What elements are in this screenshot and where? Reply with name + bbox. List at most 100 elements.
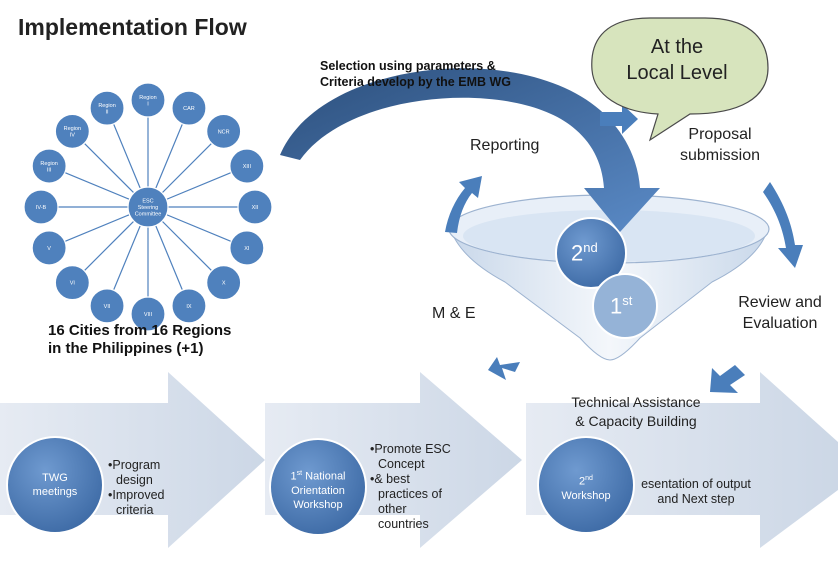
region-node-15-label: IV (70, 133, 76, 139)
first-ball-label: 1st (610, 293, 632, 319)
region-node-6 (229, 230, 265, 266)
network-center-node-label: Steering (138, 205, 159, 211)
stage2-circle-line2: Orientation (291, 484, 345, 497)
review-line2: Evaluation (742, 315, 818, 332)
first-num: 1 (610, 293, 623, 319)
region-node-6-label: XI (244, 246, 250, 252)
network-center-node-label: Committee (135, 212, 162, 218)
network-center-node (127, 186, 169, 228)
region-node-4-label: XIII (243, 164, 252, 170)
region-node-2 (171, 90, 207, 126)
stage1-circle-line1: TWG (42, 472, 68, 484)
region-node-1-label: I (147, 101, 149, 107)
arrow-to-me (488, 357, 520, 380)
region-node-10-label: VII (104, 304, 111, 310)
first-ball (592, 273, 658, 339)
region-node-8-label: IX (186, 304, 192, 310)
region-node-11 (54, 265, 90, 301)
region-node-10 (89, 288, 125, 324)
second-ball (555, 217, 627, 289)
region-node-9 (130, 296, 166, 332)
arrow-to-reporting (445, 176, 482, 233)
stage1-circle-line2: meetings (32, 486, 78, 498)
label-proposal: Proposal submission (665, 124, 775, 166)
selection-text-line2: Criteria develop by the EMB WG (320, 75, 512, 89)
selection-text-line1: Selection using parameters & (320, 59, 496, 73)
callout-text: At the Local Level (612, 34, 742, 86)
stage2-bullet-3: •& best (370, 472, 410, 486)
callout-bubble (591, 17, 769, 142)
stage1-bullet-3: •Improved (108, 488, 165, 502)
region-node-4 (229, 148, 265, 184)
stage3-bullets: esentation of output and Next step (636, 477, 756, 507)
stage2-bullets: •Promote ESC Concept •& best practices o… (370, 442, 451, 532)
stage2-circle-label: 1st National Orientation Workshop (273, 467, 363, 512)
cities-line2: in the Philippines (+1) (48, 340, 204, 357)
region-node-13-label: IV-B (36, 205, 47, 211)
region-node-3 (206, 113, 242, 149)
stage-circle-1 (6, 436, 104, 534)
stage1-bullet-1: •Program (108, 458, 161, 472)
second-num: 2 (571, 240, 584, 266)
stage3-bullet-2: and Next step (657, 492, 735, 506)
label-review: Review and Evaluation (725, 292, 835, 334)
stage2-bullet-4: practices of (378, 487, 442, 501)
region-node-12-label: V (47, 246, 51, 252)
stage3-bullet-1: esentation of output (641, 477, 751, 491)
stage3-sup: nd (585, 475, 593, 482)
stage2-sup: st (296, 470, 303, 477)
label-reporting: Reporting (470, 137, 540, 154)
stage2-num: 1 (290, 470, 297, 483)
region-node-7-label: X (222, 281, 226, 287)
network-center-node-label: ESC (142, 199, 153, 205)
stage2-circle-line3: Workshop (293, 498, 343, 511)
stage1-bullet-4: criteria (116, 503, 154, 517)
proposal-line1: Proposal (688, 126, 752, 143)
region-node-16-label: Region (98, 103, 115, 109)
arrow-to-review (763, 182, 803, 268)
curved-selection-arrow (280, 68, 660, 232)
stage2-bullet-2: Concept (378, 457, 425, 471)
region-node-1 (130, 82, 166, 118)
region-node-7 (206, 265, 242, 301)
region-node-14-label: III (47, 167, 52, 173)
stage3-circle-line1: Workshop (561, 489, 611, 502)
region-node-8 (171, 288, 207, 324)
stage2-bullet-5: other (378, 502, 407, 516)
label-ta: Technical Assistance & Capacity Building (556, 393, 716, 431)
region-node-1-label: Region (139, 95, 156, 101)
region-node-5 (237, 189, 273, 225)
second-ball-label: 2nd (571, 240, 598, 266)
review-line1: Review and (738, 294, 822, 311)
region-node-14 (31, 148, 67, 184)
callout-line2: Local Level (626, 62, 728, 84)
region-node-5-label: XII (252, 205, 259, 211)
stage2-bullet-6: countries (378, 517, 429, 531)
region-node-16-label: II (106, 109, 110, 115)
region-network: RegionICARNCRXIIIXIIXIXIXVIIIVIIVIVIV-BR… (23, 82, 273, 332)
selection-text: Selection using parameters & Criteria de… (320, 58, 511, 90)
second-sup: nd (583, 240, 598, 255)
region-node-13 (23, 189, 59, 225)
arrow-to-ta (710, 365, 745, 393)
ta-line1: Technical Assistance (571, 394, 701, 410)
stage3-num: 2 (579, 475, 586, 488)
stage1-bullet-2: design (116, 473, 153, 487)
region-node-14-label: Region (40, 161, 57, 167)
stage1-circle-label: TWG meetings (15, 471, 95, 499)
proposal-line2: submission (679, 147, 761, 164)
region-node-12 (31, 230, 67, 266)
stage2-circle-line1: National (305, 470, 346, 483)
stage2-bullet-1: •Promote ESC (370, 442, 451, 456)
stage1-bullets: •Program design •Improved criteria (108, 458, 164, 518)
region-node-15 (54, 113, 90, 149)
page-title: Implementation Flow (18, 14, 247, 40)
stage-circle-2 (269, 438, 367, 536)
region-node-9-label: VIII (144, 312, 153, 318)
stage3-circle-label: 2nd Workshop (546, 472, 626, 503)
label-me: M & E (432, 305, 476, 322)
arrow-to-proposal (600, 104, 638, 134)
region-node-16 (89, 90, 125, 126)
stage-circle-3 (537, 436, 635, 534)
